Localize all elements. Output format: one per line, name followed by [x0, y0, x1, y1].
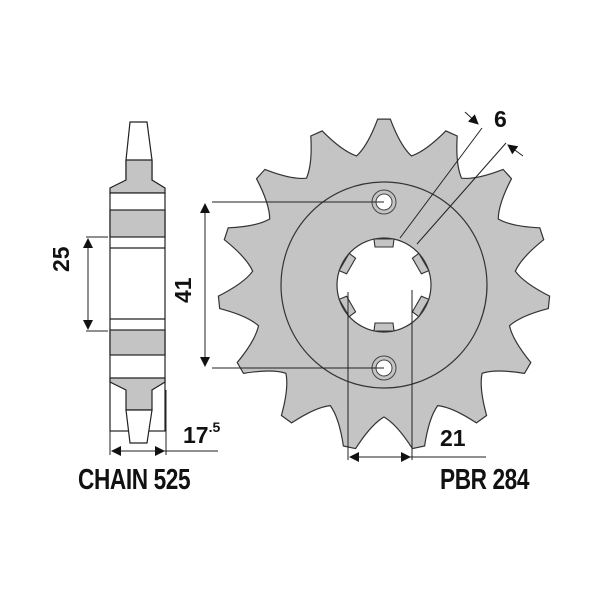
spline-label: 21 — [440, 427, 466, 450]
sprocket-front — [217, 118, 551, 450]
offset-superscript: .5 — [208, 419, 221, 435]
spline-dimension — [347, 290, 486, 462]
hub-width-label: 25 — [48, 246, 74, 272]
chain-label: CHAIN 525 — [78, 464, 191, 496]
spline-bore — [336, 237, 432, 333]
spline-value: 21 — [440, 425, 466, 451]
hub-width-value: 25 — [48, 246, 74, 272]
offset-label: 17.5 — [183, 420, 220, 448]
offset-dimension — [109, 390, 218, 456]
bolt-width-value: 6 — [494, 106, 507, 132]
part-number: PBR 284 — [440, 464, 530, 496]
bolt-spacing-value: 41 — [170, 277, 196, 303]
bolt-width-dimension — [399, 111, 524, 245]
offset-value: 17 — [183, 422, 209, 448]
bolt-spacing-label: 41 — [170, 277, 196, 303]
bolt-spacing-dimension — [200, 201, 384, 369]
side-view — [109, 121, 166, 444]
bolt-width-label: 6 — [494, 108, 507, 131]
hub-width-dimension — [83, 236, 108, 332]
